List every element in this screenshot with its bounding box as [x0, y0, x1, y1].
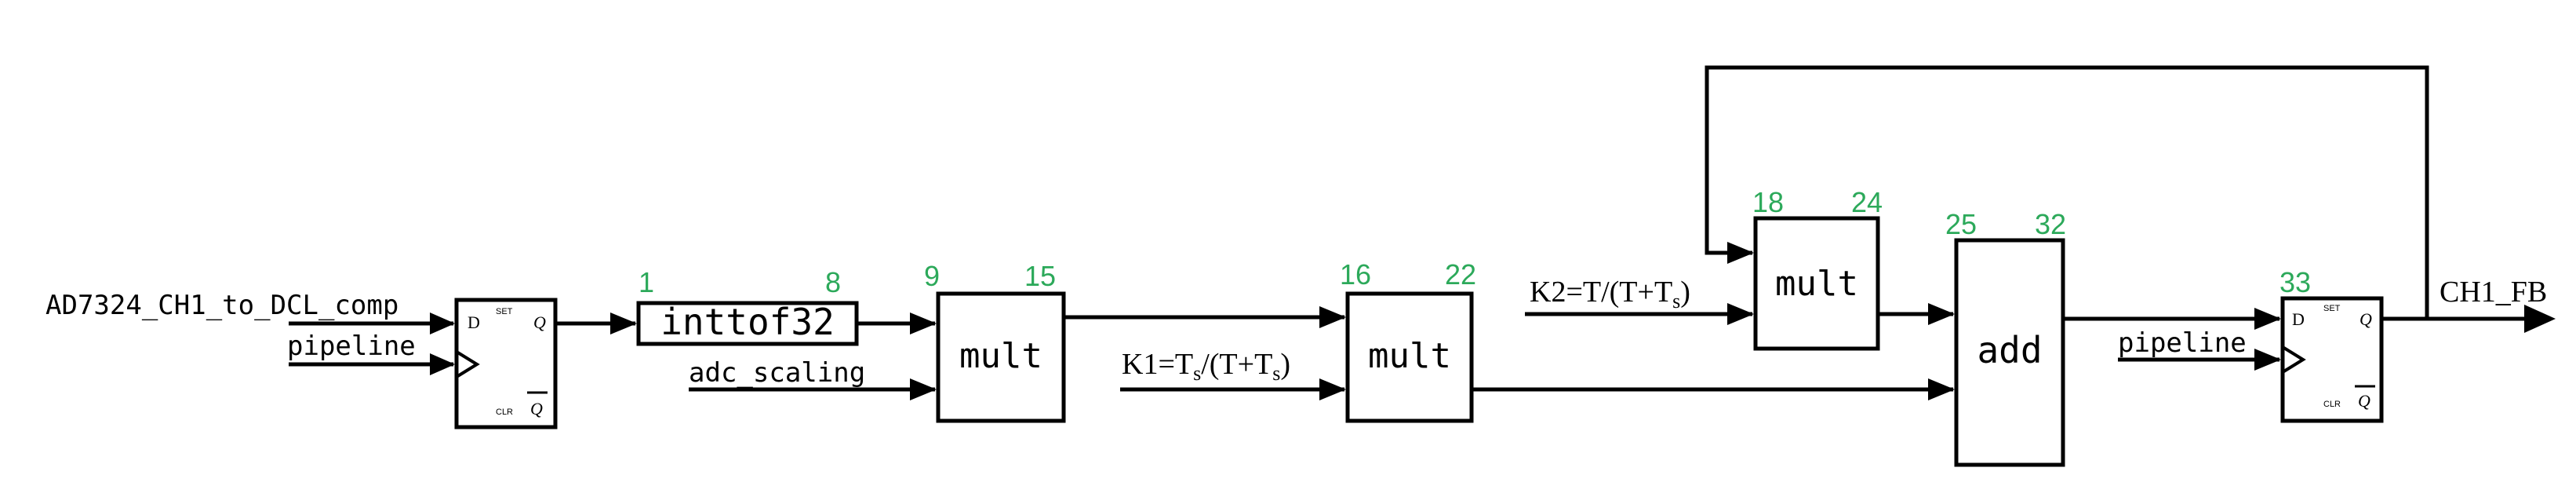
input-adc-scaling-label: adc_scaling	[689, 357, 865, 389]
mult-1-body	[936, 291, 1066, 423]
flip-flop-1-qbar-pin: Q	[530, 399, 543, 418]
arrowhead-inttof32-in	[610, 312, 637, 334]
inttof32-label: inttof32	[660, 301, 835, 343]
add-block: add	[1954, 238, 2065, 467]
stage-numbers: 1 8 9 15 16 22 18 24 25 32 33	[639, 186, 2311, 298]
mult-block-2: mult	[1345, 291, 1474, 423]
arrowhead-output	[2524, 305, 2556, 333]
stage-inttof32-start: 1	[639, 266, 654, 298]
flip-flop-1-set-label: SET	[496, 307, 513, 316]
inttof32-body	[636, 301, 859, 346]
mult-1-label: mult	[959, 336, 1042, 376]
mult-3-label: mult	[1775, 264, 1858, 304]
arrowhead-ff2-d	[2254, 308, 2281, 330]
mult-3-body	[1753, 216, 1880, 351]
mult-block-1: mult	[936, 291, 1066, 423]
flip-flop-1-clr-label: CLR	[496, 407, 513, 417]
flip-flop-1: D SET Q CLR Q	[454, 298, 558, 429]
arrowhead-ff1-d	[430, 312, 455, 334]
mult-2-body	[1345, 291, 1474, 423]
flip-flop-2: D SET Q CLR Q	[2280, 296, 2384, 423]
arrowhead-ff2-clk	[2254, 349, 2281, 371]
flip-flop-2-qbar-pin: Q	[2358, 391, 2370, 411]
arrowhead-mult2-b	[1319, 378, 1346, 400]
input-pipeline-2-label: pipeline	[2118, 327, 2247, 359]
stage-mult1-end: 15	[1024, 260, 1056, 292]
signal-labels: AD7324_CH1_to_DCL_comp pipeline adc_scal…	[45, 276, 2547, 389]
inttof32-block: inttof32	[636, 301, 859, 346]
arrowhead-mult1-b	[910, 378, 937, 400]
input-pipeline-1-label: pipeline	[287, 331, 416, 362]
stage-inttof32-end: 8	[825, 266, 841, 298]
mult-block-3: mult	[1753, 216, 1880, 351]
stage-mult3-start: 18	[1752, 186, 1784, 218]
flip-flop-2-clock-triangle	[2281, 345, 2306, 374]
flip-flop-2-q-pin: Q	[2360, 309, 2372, 329]
output-ch1-fb-label: CH1_FB	[2440, 276, 2547, 309]
arrowhead-mult1-a	[910, 312, 937, 334]
stage-add-end: 32	[2035, 208, 2066, 240]
add-body	[1954, 238, 2065, 467]
arrowhead-mult3-b	[1727, 303, 1754, 325]
flip-flop-2-body	[2280, 296, 2384, 423]
stage-mult1-start: 9	[924, 260, 940, 292]
flip-flop-1-d-pin: D	[468, 312, 480, 332]
arrowhead-add-b	[1928, 378, 1955, 400]
flip-flop-2-set-label: SET	[2323, 304, 2341, 313]
wires	[289, 65, 2556, 400]
stage-add-start: 25	[1945, 208, 1977, 240]
flip-flop-1-clock-triangle	[455, 350, 480, 378]
arrowhead-mult2-a	[1319, 306, 1346, 328]
input-k1-label: K1=Ts/(T+Ts)	[1122, 348, 1290, 385]
wire-feedback-loop	[1705, 65, 2429, 319]
stage-ff2: 33	[2279, 266, 2311, 298]
input-k2-label: K2=T/(T+Ts)	[1530, 276, 1690, 312]
flip-flop-1-q-pin: Q	[533, 312, 546, 332]
input-adc-channel-label: AD7324_CH1_to_DCL_comp	[45, 290, 398, 321]
stage-mult3-end: 24	[1851, 186, 1883, 218]
arrowhead-ff1-clk	[430, 353, 455, 375]
add-label: add	[1977, 329, 2042, 371]
arrowhead-add-a	[1928, 303, 1955, 325]
stage-mult2-start: 16	[1340, 258, 1371, 291]
arrowhead-mult3-a	[1727, 242, 1754, 264]
stage-mult2-end: 22	[1445, 258, 1476, 291]
flip-flop-2-d-pin: D	[2292, 309, 2305, 329]
flip-flop-2-clr-label: CLR	[2323, 400, 2341, 409]
mult-2-label: mult	[1368, 336, 1451, 376]
